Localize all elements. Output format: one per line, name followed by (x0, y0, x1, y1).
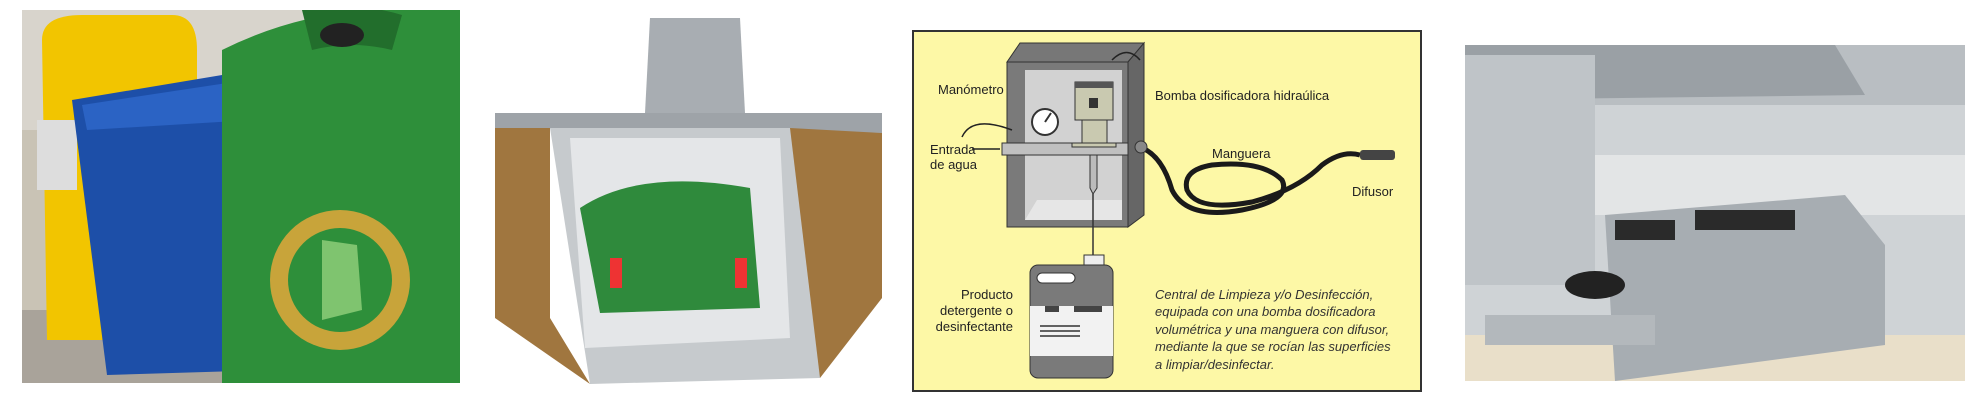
label-manometro: Manómetro (938, 82, 1004, 97)
caption-line: volumétrica y una manguera con difusor, (1155, 322, 1390, 337)
caption-line: equipada con una bomba dosificadora (1155, 304, 1376, 319)
industrial-kitchen-photo (1465, 45, 1965, 381)
label-bomba: Bomba dosificadora hidraúlica (1155, 88, 1330, 103)
label-de-agua: de agua (930, 157, 977, 172)
recycling-containers-photo (22, 10, 460, 383)
caption-line: mediante la que se rocían las superficie… (1155, 339, 1391, 354)
label-manguera: Manguera (1212, 146, 1271, 161)
underground-container-illustration (490, 18, 882, 384)
label-producto: Producto (960, 287, 1013, 302)
caption-line: Central de Limpieza y/o Desinfección, (1155, 287, 1374, 302)
cleaning-station-diagram: Manómetro Bomba dosificadora hidraúlica … (912, 30, 1422, 392)
caption-line: a limpiar/desinfectar. (1155, 357, 1275, 372)
label-difusor: Difusor (1352, 184, 1394, 199)
label-desinfectante: desinfectante (935, 319, 1013, 334)
label-entrada: Entrada (930, 142, 976, 157)
label-detergente: detergente o (939, 303, 1013, 318)
